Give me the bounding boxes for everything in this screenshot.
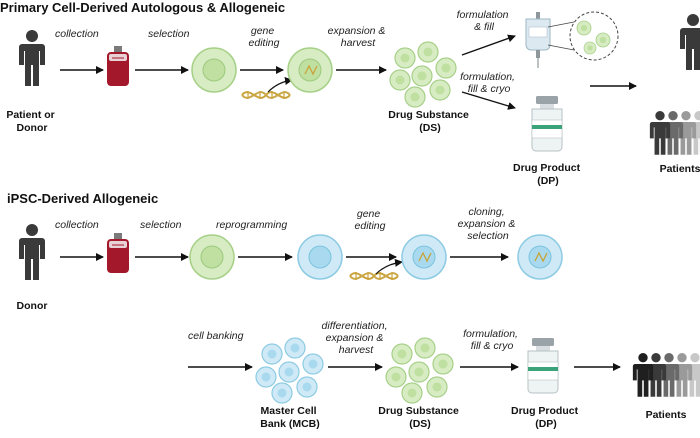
step-differentiation: differentiation, expansion & harvest	[322, 320, 391, 356]
step-selection-1: selection	[148, 28, 190, 40]
step-collection-1: collection	[55, 28, 99, 40]
dna-icon-2	[349, 271, 399, 281]
edit-mark-2	[418, 251, 432, 263]
step-collection-2: collection	[55, 219, 99, 231]
step-reprogramming: reprogramming	[216, 219, 287, 231]
step-selection-2: selection	[140, 219, 182, 231]
step-expansion-harvest: expansion & harvest	[328, 25, 389, 49]
cell-icon-somatic	[189, 234, 235, 280]
step-formulation-fill-cryo-1: formulation, fill & cryo	[460, 71, 518, 95]
master-cell-bank-label: Master Cell Bank (MCB)	[260, 405, 320, 430]
drug-substance-cell-cluster-2	[385, 337, 454, 404]
ipsc-section-title: iPSC-Derived Allogeneic	[7, 191, 158, 206]
arrow-dna-to-cell-2	[375, 258, 403, 275]
vial-icon-1	[531, 95, 563, 152]
master-cell-bank-cluster	[255, 337, 324, 404]
edit-mark-3	[534, 251, 548, 263]
step-gene-editing-1: gene editing	[249, 25, 280, 49]
drug-product-label-2: Drug Product (DP)	[511, 405, 581, 430]
patients-label-1: Patients	[660, 163, 700, 175]
cell-icon-ipsc	[297, 234, 343, 280]
step-formulation-fill: formulation & fill	[457, 9, 512, 33]
zoom-line-top	[547, 21, 575, 28]
cell-icon-clone	[517, 234, 563, 280]
drug-substance-label-1: Drug Substance (DS)	[388, 109, 471, 134]
arrow-formulation-fill	[461, 34, 516, 56]
drug-substance-cell-cluster-1	[389, 41, 457, 108]
donor-icon	[19, 224, 45, 280]
zoom-line-bottom	[547, 44, 575, 51]
patients-group-icon-1	[649, 111, 700, 155]
iv-bag-icon	[525, 12, 551, 68]
step-formulation-fill-cryo-2: formulation, fill & cryo	[463, 328, 521, 352]
step-cell-banking: cell banking	[188, 330, 244, 342]
arrow-formulation-cryo-1	[461, 91, 516, 110]
patients-label-2: Patients	[646, 409, 687, 421]
drug-product-label-1: Drug Product (DP)	[513, 162, 583, 187]
patients-group-icon-2	[632, 353, 700, 397]
primary-section-title: Primary Cell-Derived Autologous & Alloge…	[0, 0, 285, 15]
blood-bag-icon-1	[106, 45, 130, 87]
patient-donor-label: Patient or Donor	[6, 109, 57, 134]
cell-icon-selected	[191, 47, 237, 93]
donor-label: Donor	[17, 300, 48, 312]
cell-icon-edited	[287, 47, 333, 93]
patient-donor-icon	[19, 30, 45, 86]
step-cloning: cloning, expansion & selection	[458, 206, 519, 242]
blood-bag-icon-2	[106, 232, 130, 274]
dna-icon-1	[241, 90, 291, 100]
step-gene-editing-2: gene editing	[355, 208, 386, 232]
arrow-dna-to-cell-1	[267, 77, 293, 93]
single-patient-icon	[680, 14, 700, 70]
cell-icon-edited-ipsc	[401, 234, 447, 280]
edit-mark-1	[304, 64, 318, 76]
drug-substance-label-2: Drug Substance (DS)	[378, 405, 461, 430]
vial-icon-2	[527, 337, 559, 394]
